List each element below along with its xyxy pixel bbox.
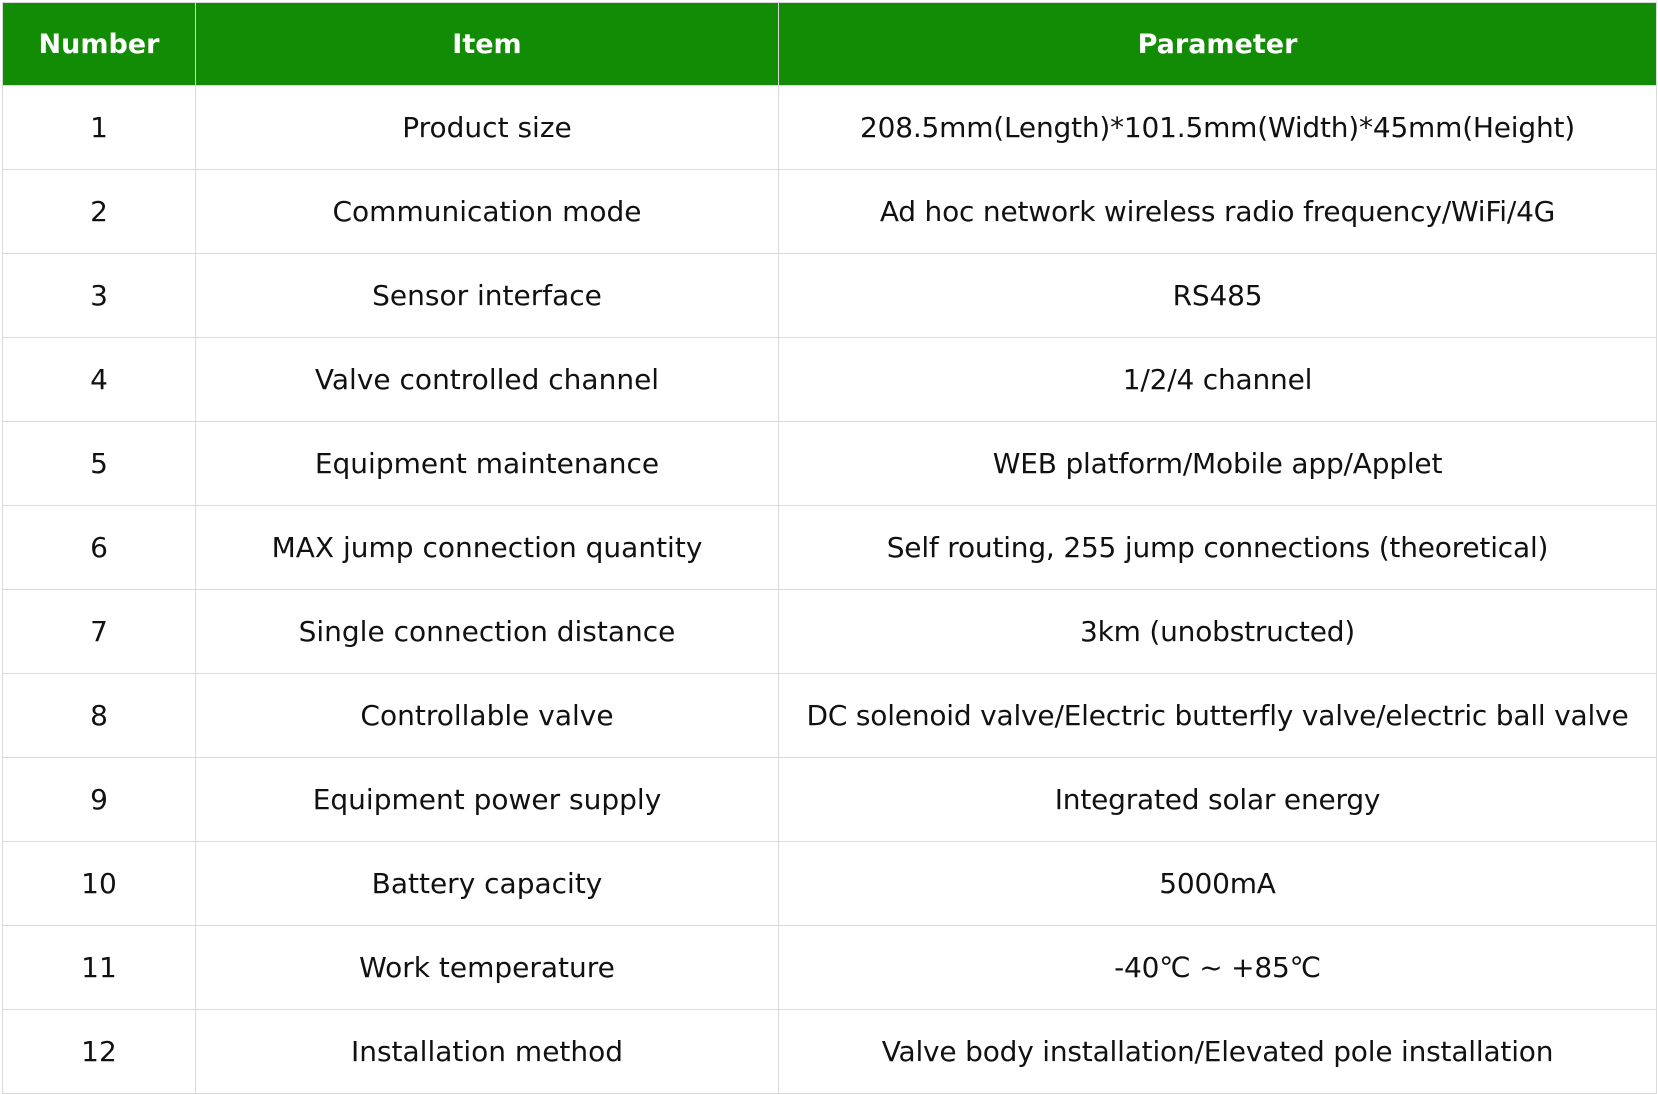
cell-item: Battery capacity <box>195 841 779 926</box>
cell-parameter: 5000mA <box>778 841 1657 926</box>
header-number: Number <box>2 2 196 86</box>
cell-number: 7 <box>2 589 196 674</box>
cell-item: Equipment power supply <box>195 757 779 842</box>
header-item: Item <box>195 2 779 86</box>
table-row: 7 Single connection distance 3km (unobst… <box>2 589 1657 674</box>
cell-parameter: 3km (unobstructed) <box>778 589 1657 674</box>
cell-parameter: Ad hoc network wireless radio frequency/… <box>778 169 1657 254</box>
cell-item: MAX jump connection quantity <box>195 505 779 590</box>
cell-number: 1 <box>2 85 196 170</box>
table-row: 10 Battery capacity 5000mA <box>2 841 1657 926</box>
cell-item: Valve controlled channel <box>195 337 779 422</box>
cell-item: Product size <box>195 85 779 170</box>
table-row: 6 MAX jump connection quantity Self rout… <box>2 505 1657 590</box>
cell-item: Installation method <box>195 1009 779 1094</box>
table-row: 3 Sensor interface RS485 <box>2 253 1657 338</box>
header-parameter: Parameter <box>778 2 1657 86</box>
cell-item: Controllable valve <box>195 673 779 758</box>
cell-parameter: 1/2/4 channel <box>778 337 1657 422</box>
table-row: 2 Communication mode Ad hoc network wire… <box>2 169 1657 254</box>
table-row: 8 Controllable valve DC solenoid valve/E… <box>2 673 1657 758</box>
table-header: Number Item Parameter <box>2 2 1657 86</box>
cell-number: 9 <box>2 757 196 842</box>
cell-parameter: 208.5mm(Length)*101.5mm(Width)*45mm(Heig… <box>778 85 1657 170</box>
cell-parameter: RS485 <box>778 253 1657 338</box>
cell-number: 11 <box>2 925 196 1010</box>
cell-parameter: Valve body installation/Elevated pole in… <box>778 1009 1657 1094</box>
table-row: 9 Equipment power supply Integrated sola… <box>2 757 1657 842</box>
cell-number: 12 <box>2 1009 196 1094</box>
cell-number: 6 <box>2 505 196 590</box>
cell-number: 5 <box>2 421 196 506</box>
table-row: 5 Equipment maintenance WEB platform/Mob… <box>2 421 1657 506</box>
cell-item: Work temperature <box>195 925 779 1010</box>
cell-parameter: DC solenoid valve/Electric butterfly val… <box>778 673 1657 758</box>
table-body: 1 Product size 208.5mm(Length)*101.5mm(W… <box>2 85 1657 1094</box>
cell-parameter: WEB platform/Mobile app/Applet <box>778 421 1657 506</box>
cell-parameter: Integrated solar energy <box>778 757 1657 842</box>
cell-parameter: Self routing, 255 jump connections (theo… <box>778 505 1657 590</box>
cell-number: 8 <box>2 673 196 758</box>
cell-number: 4 <box>2 337 196 422</box>
header-row: Number Item Parameter <box>2 2 1657 86</box>
cell-item: Equipment maintenance <box>195 421 779 506</box>
cell-item: Sensor interface <box>195 253 779 338</box>
table-row: 4 Valve controlled channel 1/2/4 channel <box>2 337 1657 422</box>
cell-parameter: -40℃ ~ +85℃ <box>778 925 1657 1010</box>
cell-number: 10 <box>2 841 196 926</box>
cell-item: Single connection distance <box>195 589 779 674</box>
cell-number: 3 <box>2 253 196 338</box>
cell-item: Communication mode <box>195 169 779 254</box>
cell-number: 2 <box>2 169 196 254</box>
table-row: 1 Product size 208.5mm(Length)*101.5mm(W… <box>2 85 1657 170</box>
table-row: 11 Work temperature -40℃ ~ +85℃ <box>2 925 1657 1010</box>
table-row: 12 Installation method Valve body instal… <box>2 1009 1657 1094</box>
